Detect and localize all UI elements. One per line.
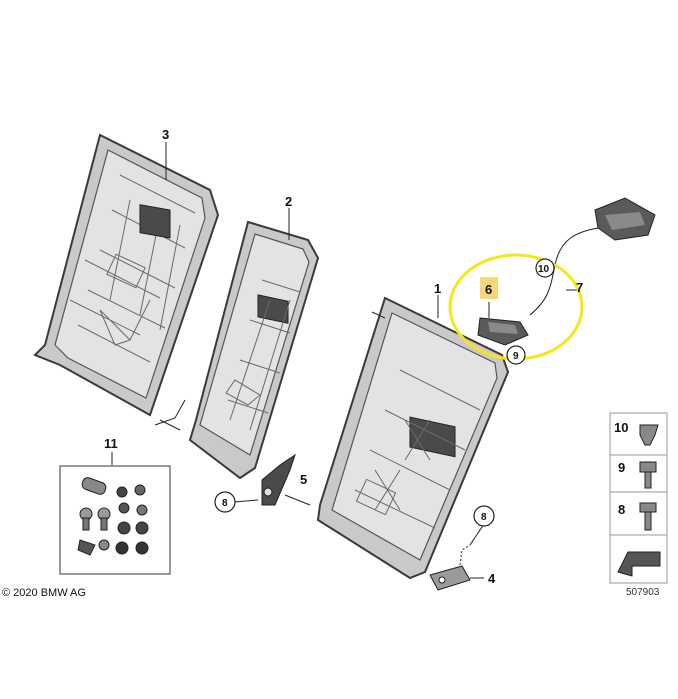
part-5-bracket bbox=[261, 453, 311, 506]
part-6-latch bbox=[477, 302, 529, 346]
part-4-hinge-bracket bbox=[429, 544, 484, 591]
label-part-5: 5 bbox=[300, 472, 307, 487]
legend-clip-icon bbox=[639, 424, 659, 446]
label-part-7: 7 bbox=[576, 280, 583, 295]
fastener-legend: 10 9 8 bbox=[609, 412, 668, 584]
label-part-4: 4 bbox=[488, 571, 496, 586]
legend-label-10: 10 bbox=[614, 420, 628, 435]
svg-text:8: 8 bbox=[222, 498, 228, 509]
label-part-11: 11 bbox=[104, 436, 118, 451]
leader-lines bbox=[111, 142, 485, 546]
legend-label-8: 8 bbox=[618, 502, 625, 517]
label-part-6: 6 bbox=[485, 282, 492, 297]
label-part-2: 2 bbox=[285, 194, 292, 209]
callout-8-right: 8 bbox=[473, 505, 495, 527]
legend-screw-icon bbox=[639, 502, 657, 531]
callout-10: 10 bbox=[535, 258, 555, 278]
callout-9: 9 bbox=[506, 345, 526, 365]
svg-text:8: 8 bbox=[481, 512, 487, 523]
part-3-backrest-frame bbox=[33, 133, 220, 417]
legend-arrow-icon bbox=[617, 551, 661, 577]
copyright-text: © 2020 BMW AG bbox=[2, 587, 86, 599]
label-part-6-highlight bbox=[480, 277, 498, 299]
highlight-ellipse bbox=[448, 253, 584, 361]
svg-text:9: 9 bbox=[513, 351, 519, 362]
part-11-kit-box bbox=[59, 465, 171, 575]
part-2-center-backrest-frame bbox=[154, 220, 320, 480]
label-part-1: 1 bbox=[434, 281, 441, 296]
legend-bolt-icon bbox=[639, 461, 657, 489]
reference-number: 507903 bbox=[626, 587, 660, 598]
label-part-3: 3 bbox=[162, 127, 169, 142]
callout-8-left: 8 bbox=[214, 491, 236, 513]
part-7-release-cable bbox=[529, 197, 656, 316]
svg-text:10: 10 bbox=[538, 264, 550, 275]
legend-label-9: 9 bbox=[618, 460, 625, 475]
part-1-backrest-frame bbox=[316, 296, 510, 580]
